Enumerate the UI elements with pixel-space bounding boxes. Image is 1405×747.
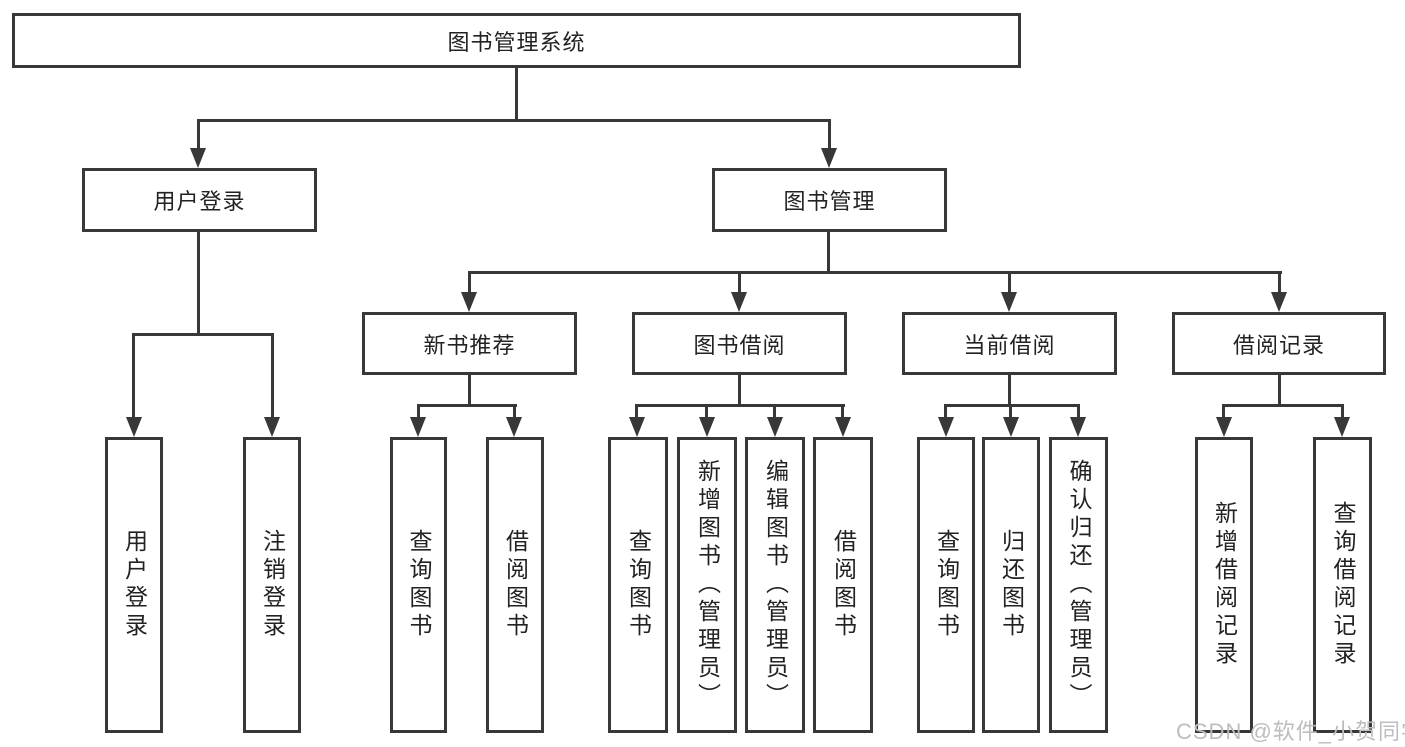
connector-line bbox=[738, 271, 741, 296]
leaf-confirm-return-admin-label: 确认归还（管理员） bbox=[1066, 459, 1092, 711]
leaf-add-borrow-record: 新增借阅记录 bbox=[1195, 437, 1253, 733]
node-borrowing-records: 借阅记录 bbox=[1172, 312, 1386, 375]
leaf-logout: 注销登录 bbox=[243, 437, 301, 733]
arrowhead-down-icon bbox=[190, 148, 206, 168]
connector-line bbox=[468, 271, 471, 296]
connector-line bbox=[417, 404, 517, 407]
arrowhead-down-icon bbox=[821, 148, 837, 168]
leaf-borrow-books-recommend: 借阅图书 bbox=[486, 437, 544, 733]
connector-line bbox=[1009, 404, 1012, 420]
node-user-login: 用户登录 bbox=[82, 168, 317, 232]
watermark: CSDN @软件_小贺同学 bbox=[1176, 719, 1405, 744]
connector-line bbox=[132, 333, 135, 419]
leaf-add-books-admin: 新增图书（管理员） bbox=[677, 437, 737, 733]
arrowhead-down-icon bbox=[835, 417, 851, 437]
arrowhead-down-icon bbox=[506, 417, 522, 437]
connector-line bbox=[468, 271, 1282, 274]
connector-line bbox=[828, 119, 831, 151]
arrowhead-down-icon bbox=[1003, 417, 1019, 437]
arrowhead-down-icon bbox=[1334, 417, 1350, 437]
connector-line bbox=[944, 404, 947, 420]
connector-line bbox=[1278, 375, 1281, 407]
arrowhead-down-icon bbox=[731, 292, 747, 312]
arrowhead-down-icon bbox=[629, 417, 645, 437]
connector-line bbox=[1077, 404, 1080, 420]
connector-line bbox=[773, 404, 776, 420]
node-book-borrowing: 图书借阅 bbox=[632, 312, 847, 375]
connector-line bbox=[132, 333, 274, 336]
connector-line bbox=[515, 68, 518, 121]
leaf-query-books-current: 查询图书 bbox=[917, 437, 975, 733]
node-book-management: 图书管理 bbox=[712, 168, 947, 232]
arrowhead-down-icon bbox=[699, 417, 715, 437]
node-root-label: 图书管理系统 bbox=[447, 29, 586, 55]
arrowhead-down-icon bbox=[264, 417, 280, 437]
connector-line bbox=[738, 375, 741, 407]
leaf-query-borrow-record-label: 查询借阅记录 bbox=[1330, 501, 1356, 669]
leaf-add-borrow-record-label: 新增借阅记录 bbox=[1211, 501, 1238, 669]
node-new-book-recommendation-label: 新书推荐 bbox=[423, 332, 516, 358]
arrowhead-down-icon bbox=[767, 417, 783, 437]
leaf-user-login-label: 用户登录 bbox=[121, 529, 148, 641]
node-root: 图书管理系统 bbox=[12, 13, 1021, 68]
arrowhead-down-icon bbox=[1001, 292, 1017, 312]
leaf-confirm-return-admin: 确认归还（管理员） bbox=[1049, 437, 1108, 733]
arrowhead-down-icon bbox=[938, 417, 954, 437]
leaf-return-books-label: 归还图书 bbox=[998, 529, 1025, 641]
leaf-user-login: 用户登录 bbox=[105, 437, 163, 733]
leaf-query-books-label: 查询图书 bbox=[933, 529, 960, 641]
connector-line bbox=[1341, 404, 1344, 420]
node-new-book-recommendation: 新书推荐 bbox=[362, 312, 577, 375]
node-current-borrowing: 当前借阅 bbox=[902, 312, 1117, 375]
leaf-logout-label: 注销登录 bbox=[259, 529, 286, 641]
connector-line bbox=[1008, 271, 1011, 296]
leaf-borrow-books-label: 借阅图书 bbox=[502, 529, 529, 641]
node-book-management-label: 图书管理 bbox=[783, 189, 876, 214]
connector-line bbox=[841, 404, 844, 420]
connector-line bbox=[1222, 404, 1225, 420]
arrowhead-down-icon bbox=[410, 417, 426, 437]
connector-line bbox=[705, 404, 708, 420]
connector-line bbox=[197, 119, 200, 151]
leaf-query-books-label: 查询图书 bbox=[625, 529, 652, 641]
leaf-query-books-borrowing: 查询图书 bbox=[608, 437, 668, 733]
leaf-add-books-admin-label: 新增图书（管理员） bbox=[694, 459, 721, 711]
node-borrowing-records-label: 借阅记录 bbox=[1232, 332, 1325, 358]
arrowhead-down-icon bbox=[1070, 417, 1086, 437]
arrowhead-down-icon bbox=[461, 292, 477, 312]
connector-line bbox=[1222, 404, 1344, 407]
connector-line bbox=[635, 404, 845, 407]
connector-line bbox=[944, 404, 1080, 407]
connector-line bbox=[513, 404, 516, 420]
leaf-return-books: 归还图书 bbox=[982, 437, 1040, 733]
connector-line bbox=[417, 404, 420, 420]
leaf-borrow-books-label: 借阅图书 bbox=[830, 529, 857, 641]
connector-line bbox=[635, 404, 638, 420]
leaf-query-borrow-record: 查询借阅记录 bbox=[1313, 437, 1372, 733]
connector-line bbox=[197, 232, 200, 336]
connector-line bbox=[197, 119, 831, 122]
arrowhead-down-icon bbox=[1271, 292, 1287, 312]
leaf-borrow-books: 借阅图书 bbox=[813, 437, 873, 733]
arrowhead-down-icon bbox=[126, 417, 142, 437]
connector-line bbox=[1008, 375, 1011, 407]
connector-line bbox=[271, 333, 274, 419]
leaf-edit-books-admin-label: 编辑图书（管理员） bbox=[762, 459, 789, 711]
connector-line bbox=[468, 375, 471, 407]
leaf-query-books-label: 查询图书 bbox=[406, 529, 432, 641]
node-user-login-label: 用户登录 bbox=[153, 189, 246, 214]
leaf-edit-books-admin: 编辑图书（管理员） bbox=[745, 437, 805, 733]
leaf-query-books-recommend: 查询图书 bbox=[390, 437, 447, 733]
node-current-borrowing-label: 当前借阅 bbox=[963, 332, 1056, 358]
connector-line bbox=[1278, 271, 1281, 296]
connector-line bbox=[827, 232, 830, 274]
arrowhead-down-icon bbox=[1216, 417, 1232, 437]
node-book-borrowing-label: 图书借阅 bbox=[693, 332, 786, 358]
